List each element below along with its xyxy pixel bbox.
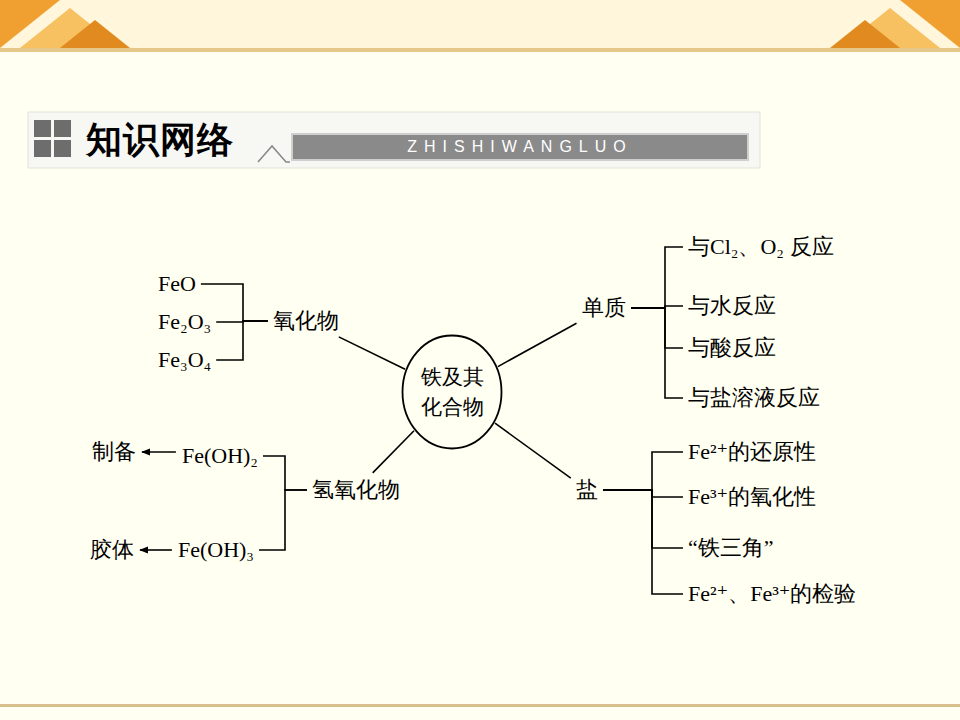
topic-node: 胶体	[88, 536, 136, 564]
topic-node: Fe(OH)₃	[176, 536, 256, 564]
bracket-line	[603, 490, 683, 594]
topic-node: Fe³⁺的氧化性	[686, 483, 818, 511]
arrow-line	[142, 451, 176, 453]
topic-node: Fe²⁺、Fe³⁺的检验	[686, 580, 858, 608]
bracket-line	[498, 323, 577, 366]
bracket-line	[339, 337, 405, 369]
corner-triangle	[60, 20, 130, 48]
topic-node: 氧化物	[271, 307, 341, 335]
topic-node: 盐	[574, 476, 600, 504]
bottom-rule	[0, 704, 960, 707]
node-text: 氢氧化物	[310, 476, 402, 504]
bracket-line	[263, 456, 307, 490]
topic-node: Fe(OH)₂	[180, 442, 260, 470]
topic-node: “铁三角”	[686, 534, 776, 562]
top-band	[0, 0, 960, 52]
topic-node: 与盐溶液反应	[686, 384, 822, 412]
bracket-line	[259, 490, 307, 550]
node-text: 单质	[580, 294, 628, 322]
topic-node: Fe₂O₃	[156, 308, 213, 336]
center-circle: 铁及其 化合物	[401, 334, 503, 450]
bracket-line	[631, 247, 683, 308]
node-text: FeO	[156, 270, 198, 298]
topic-node: Fe²⁺的还原性	[686, 438, 818, 466]
bracket-line	[216, 321, 268, 360]
topic-node: 单质	[580, 294, 628, 322]
banner-notch	[258, 146, 290, 162]
title-ground	[28, 112, 760, 168]
bracket-line	[373, 431, 414, 473]
node-text: 制备	[90, 438, 138, 466]
title-icon	[54, 140, 71, 157]
node-text: Fe³⁺的氧化性	[686, 483, 818, 511]
bracket-line	[631, 308, 683, 398]
corner-triangle	[830, 20, 900, 48]
title-icon	[54, 120, 71, 137]
node-text: Fe²⁺的还原性	[686, 438, 818, 466]
node-text: 与酸反应	[686, 334, 778, 362]
topic-node: 氢氧化物	[310, 476, 402, 504]
topic-node: 与酸反应	[686, 334, 778, 362]
arrow-line	[140, 549, 172, 551]
node-text: 与Cl₂、O₂ 反应	[686, 233, 836, 261]
top-rule	[0, 48, 960, 52]
slide-title: 知识网络	[86, 116, 234, 165]
node-text: “铁三角”	[686, 534, 776, 562]
bracket-line	[603, 490, 683, 548]
node-text: Fe(OH)₃	[176, 536, 256, 564]
node-text: Fe(OH)₂	[180, 442, 260, 470]
node-text: Fe₃O₄	[156, 346, 213, 374]
node-text: 铁及其 化合物	[415, 361, 489, 424]
bracket-line	[603, 452, 683, 490]
node-text: Fe²⁺、Fe³⁺的检验	[686, 580, 858, 608]
banner-text: ZHISHIWANGLUO	[300, 136, 740, 158]
topic-node: Fe₃O₄	[156, 346, 213, 374]
circle-outline	[401, 334, 503, 450]
topic-node: 制备	[90, 438, 138, 466]
title-banner	[292, 134, 748, 160]
bracket-line	[631, 308, 683, 348]
node-text: 胶体	[88, 536, 136, 564]
node-text: 与盐溶液反应	[686, 384, 822, 412]
node-text: 与水反应	[686, 292, 778, 320]
node-text: 盐	[574, 476, 600, 504]
topic-node: 与Cl₂、O₂ 反应	[686, 233, 836, 261]
title-icon	[34, 120, 51, 137]
topic-node: FeO	[156, 270, 198, 298]
bracket-line	[603, 490, 683, 497]
node-text: 氧化物	[271, 307, 341, 335]
title-icon	[34, 140, 51, 157]
node-text: Fe₂O₃	[156, 308, 213, 336]
bracket-line	[495, 423, 571, 478]
topic-node: 与水反应	[686, 292, 778, 320]
